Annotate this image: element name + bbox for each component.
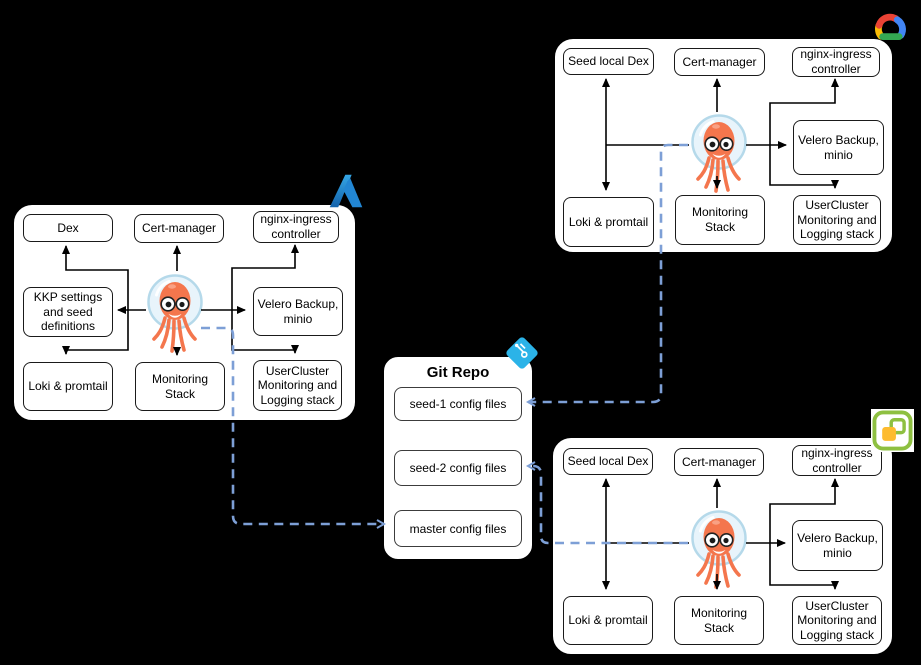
gcp-seed-cluster: Seed local Dex Cert-manager nginx-ingres…	[553, 37, 894, 254]
node-kkp-settings: KKP settings and seed definitions	[23, 287, 113, 337]
azure-master-cluster: Dex Cert-manager nginx-ingress controlle…	[12, 203, 357, 422]
node-loki-promtail: Loki & promtail	[563, 197, 654, 247]
node-nginx-ingress: nginx-ingress controller	[253, 211, 339, 243]
git-repo-container: Git Repo seed-1 config files seed-2 conf…	[382, 355, 534, 561]
git-item-seed2-config: seed-2 config files	[394, 450, 522, 486]
node-nginx-ingress: nginx-ingress controller	[792, 47, 880, 77]
vsphere-seed-cluster: Seed local Dex Cert-manager nginx-ingres…	[551, 436, 894, 656]
kubermatic-octopus-icon	[689, 508, 749, 592]
node-cert-manager: Cert-manager	[674, 448, 764, 476]
node-velero-backup: Velero Backup, minio	[792, 520, 883, 571]
node-monitoring-stack: Monitoring Stack	[135, 362, 225, 411]
node-loki-promtail: Loki & promtail	[23, 362, 113, 411]
git-item-master-config: master config files	[394, 510, 522, 547]
node-monitoring-stack: Monitoring Stack	[674, 596, 764, 645]
node-usercluster-stack: UserCluster Monitoring and Logging stack	[253, 360, 342, 411]
node-velero-backup: Velero Backup, minio	[793, 120, 884, 175]
git-item-seed1-config: seed-1 config files	[394, 387, 522, 421]
node-velero-backup: Velero Backup, minio	[253, 287, 343, 336]
git-repo-title: Git Repo	[426, 364, 490, 381]
node-cert-manager: Cert-manager	[674, 48, 765, 76]
node-monitoring-stack: Monitoring Stack	[675, 195, 765, 245]
node-loki-promtail: Loki & promtail	[563, 596, 653, 645]
node-usercluster-stack: UserCluster Monitoring and Logging stack	[793, 195, 881, 245]
node-seed-local-dex: Seed local Dex	[563, 48, 654, 75]
git-icon	[506, 337, 538, 369]
azure-icon	[329, 174, 363, 208]
node-seed-local-dex: Seed local Dex	[563, 448, 653, 475]
kubermatic-octopus-icon	[689, 112, 749, 196]
node-cert-manager: Cert-manager	[134, 214, 224, 243]
node-dex: Dex	[23, 214, 113, 242]
kubermatic-octopus-icon	[145, 272, 205, 356]
google-cloud-icon	[875, 13, 906, 41]
node-usercluster-stack: UserCluster Monitoring and Logging stack	[792, 596, 882, 645]
node-nginx-ingress: nginx-ingress controller	[792, 445, 882, 476]
vsphere-icon	[871, 409, 914, 452]
